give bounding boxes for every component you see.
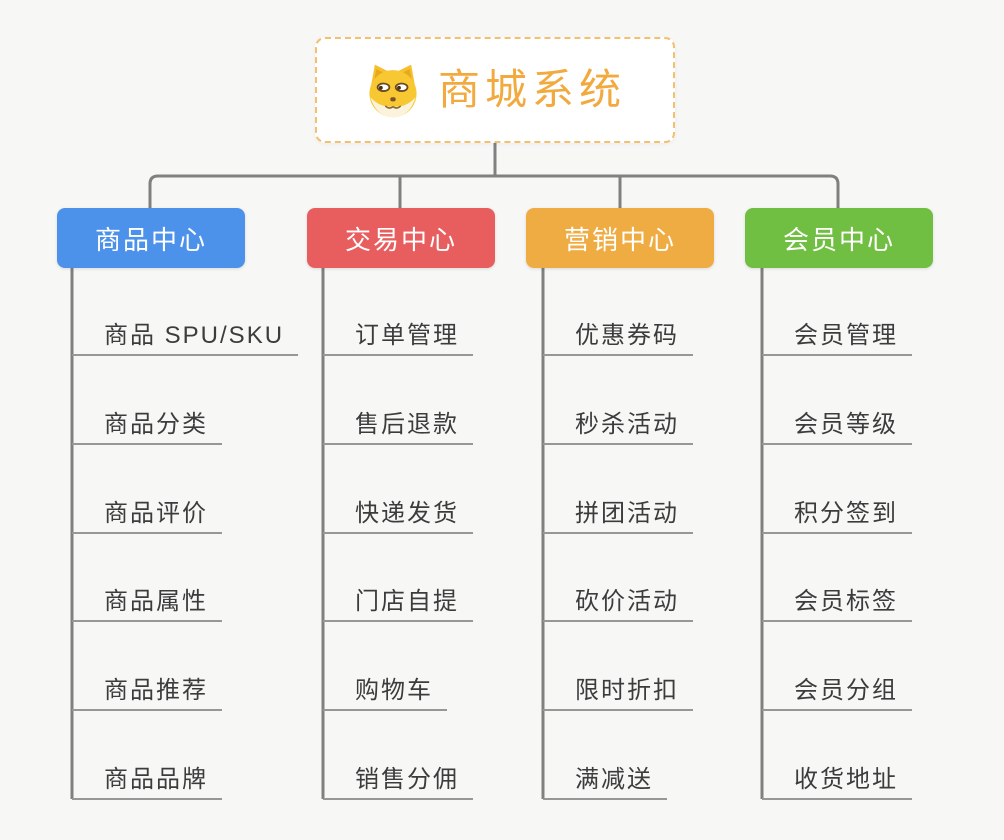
leaf-node[interactable]: 商品 SPU/SKU [72, 316, 299, 356]
leaf-node[interactable]: 限时折扣 [543, 671, 693, 711]
root-title: 商城系统 [437, 66, 626, 113]
leaf-node[interactable]: 满减送 [543, 760, 667, 800]
leaf-node[interactable]: 快递发货 [323, 494, 473, 534]
leaf-node[interactable]: 会员等级 [762, 405, 912, 445]
doge-icon [369, 64, 417, 118]
leaf-node[interactable]: 会员管理 [762, 316, 912, 356]
leaf-node[interactable]: 售后退款 [323, 405, 473, 445]
branch-node-products[interactable]: 商品中心 [57, 208, 245, 268]
branch-node-marketing[interactable]: 营销中心 [526, 208, 714, 268]
leaf-node[interactable]: 收货地址 [762, 760, 912, 800]
leaf-node[interactable]: 商品评价 [72, 494, 222, 534]
leaf-node[interactable]: 会员标签 [762, 582, 912, 622]
leaf-node[interactable]: 商品分类 [72, 405, 222, 445]
root-node[interactable]: 商城系统 [315, 37, 675, 143]
leaf-node[interactable]: 销售分佣 [323, 760, 473, 800]
leaf-node[interactable]: 门店自提 [323, 582, 473, 622]
leaf-node[interactable]: 砍价活动 [543, 582, 693, 622]
leaf-node[interactable]: 购物车 [323, 671, 447, 711]
branch-node-trade[interactable]: 交易中心 [307, 208, 495, 268]
leaf-node[interactable]: 商品属性 [72, 582, 222, 622]
leaf-node[interactable]: 拼团活动 [543, 494, 693, 534]
leaf-node[interactable]: 商品推荐 [72, 671, 222, 711]
leaf-node[interactable]: 订单管理 [323, 316, 473, 356]
leaf-node[interactable]: 会员分组 [762, 671, 912, 711]
leaf-node[interactable]: 积分签到 [762, 494, 912, 534]
leaf-node[interactable]: 商品品牌 [72, 760, 222, 800]
leaf-node[interactable]: 优惠券码 [543, 316, 693, 356]
leaf-node[interactable]: 秒杀活动 [543, 405, 693, 445]
branch-node-members[interactable]: 会员中心 [745, 208, 933, 268]
